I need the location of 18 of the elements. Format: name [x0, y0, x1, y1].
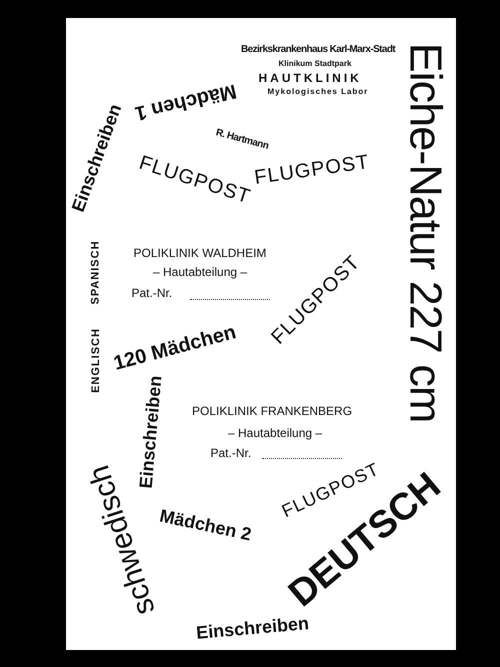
stamp-text: Mädchen 1 [132, 80, 238, 124]
stamp-text: 120 Mädchen [112, 322, 238, 374]
stamp-text: HAUTKLINIK [258, 72, 362, 84]
stamp-text: – Hautabteilung – [153, 266, 248, 278]
stamp-text: Pat.-Nr. [132, 287, 172, 299]
stamp-text: Klinikum Stadtpark [278, 60, 352, 68]
stamp-text: Pat.-Nr. [210, 447, 252, 459]
stamp-text: – Hautabteilung – [228, 427, 322, 439]
stamp-text: Einschreiben [194, 614, 310, 642]
stamp-text: POLIKLINIK WALDHEIM [134, 247, 266, 259]
stamp-text: ENGLISCH [90, 328, 102, 392]
stamp-text: Mykologisches Labor [268, 88, 368, 96]
stamp-text: Eiche-Natur 227 cm [403, 42, 448, 422]
stamp-text: Mädchen 2 [158, 506, 252, 544]
stamp-text: SPANISCH [90, 240, 102, 304]
stamp-text: Bezirkskrankenhaus Karl-Marx-Stadt [241, 45, 396, 55]
stamp-text: POLIKLINIK FRANKENBERG [192, 405, 352, 417]
stamp-text: FLUGPOST [253, 152, 371, 188]
